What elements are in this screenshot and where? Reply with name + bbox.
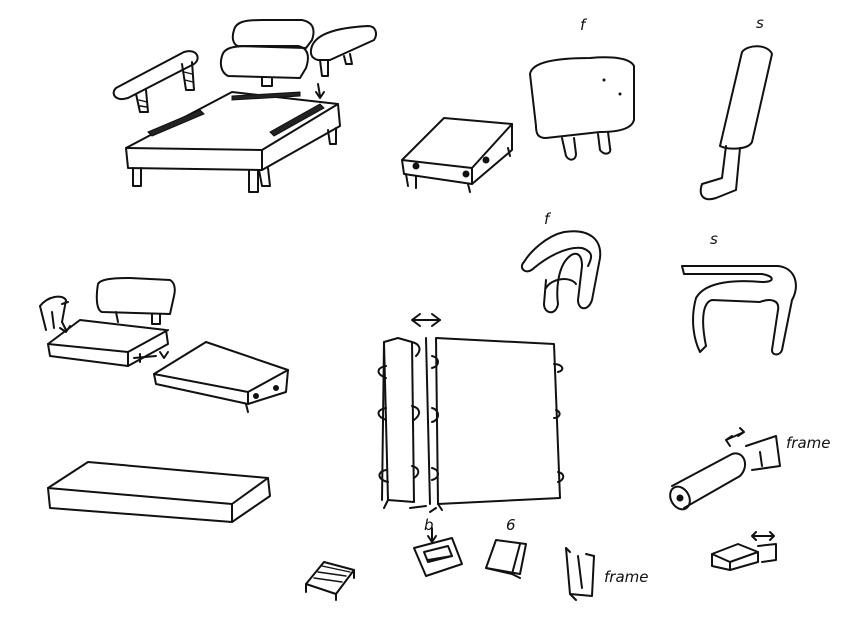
- frame-corner-sketch: frame: [565, 547, 648, 601]
- label-f2: f: [544, 210, 552, 228]
- drawer-sketch: b: [413, 516, 463, 577]
- label-f3: 6: [506, 516, 516, 534]
- clip-sketch: [711, 531, 777, 571]
- label-b: b: [424, 516, 434, 534]
- backrest-front-sketch: f: [529, 16, 635, 161]
- sofa-assembly-view: [39, 277, 289, 413]
- cushion-sketch: [47, 461, 271, 523]
- label-frame-1: frame: [786, 434, 830, 452]
- sofa-exploded-view: [112, 19, 377, 193]
- block-sketch: 6: [485, 516, 527, 579]
- label-f: f: [580, 16, 588, 34]
- seat-block-sketch: [401, 117, 513, 193]
- handle-front-sketch: f: [520, 210, 602, 314]
- panel-joint-diagram: [377, 313, 565, 513]
- armrest-profile-sketch: s: [681, 230, 797, 356]
- label-frame-2: frame: [604, 568, 648, 586]
- label-s: s: [756, 14, 764, 32]
- label-s2: s: [710, 230, 718, 248]
- slat-grid-sketch: [305, 561, 355, 601]
- roller-frame-sketch: frame: [669, 427, 830, 511]
- armrest-side-sketch: s: [699, 14, 773, 201]
